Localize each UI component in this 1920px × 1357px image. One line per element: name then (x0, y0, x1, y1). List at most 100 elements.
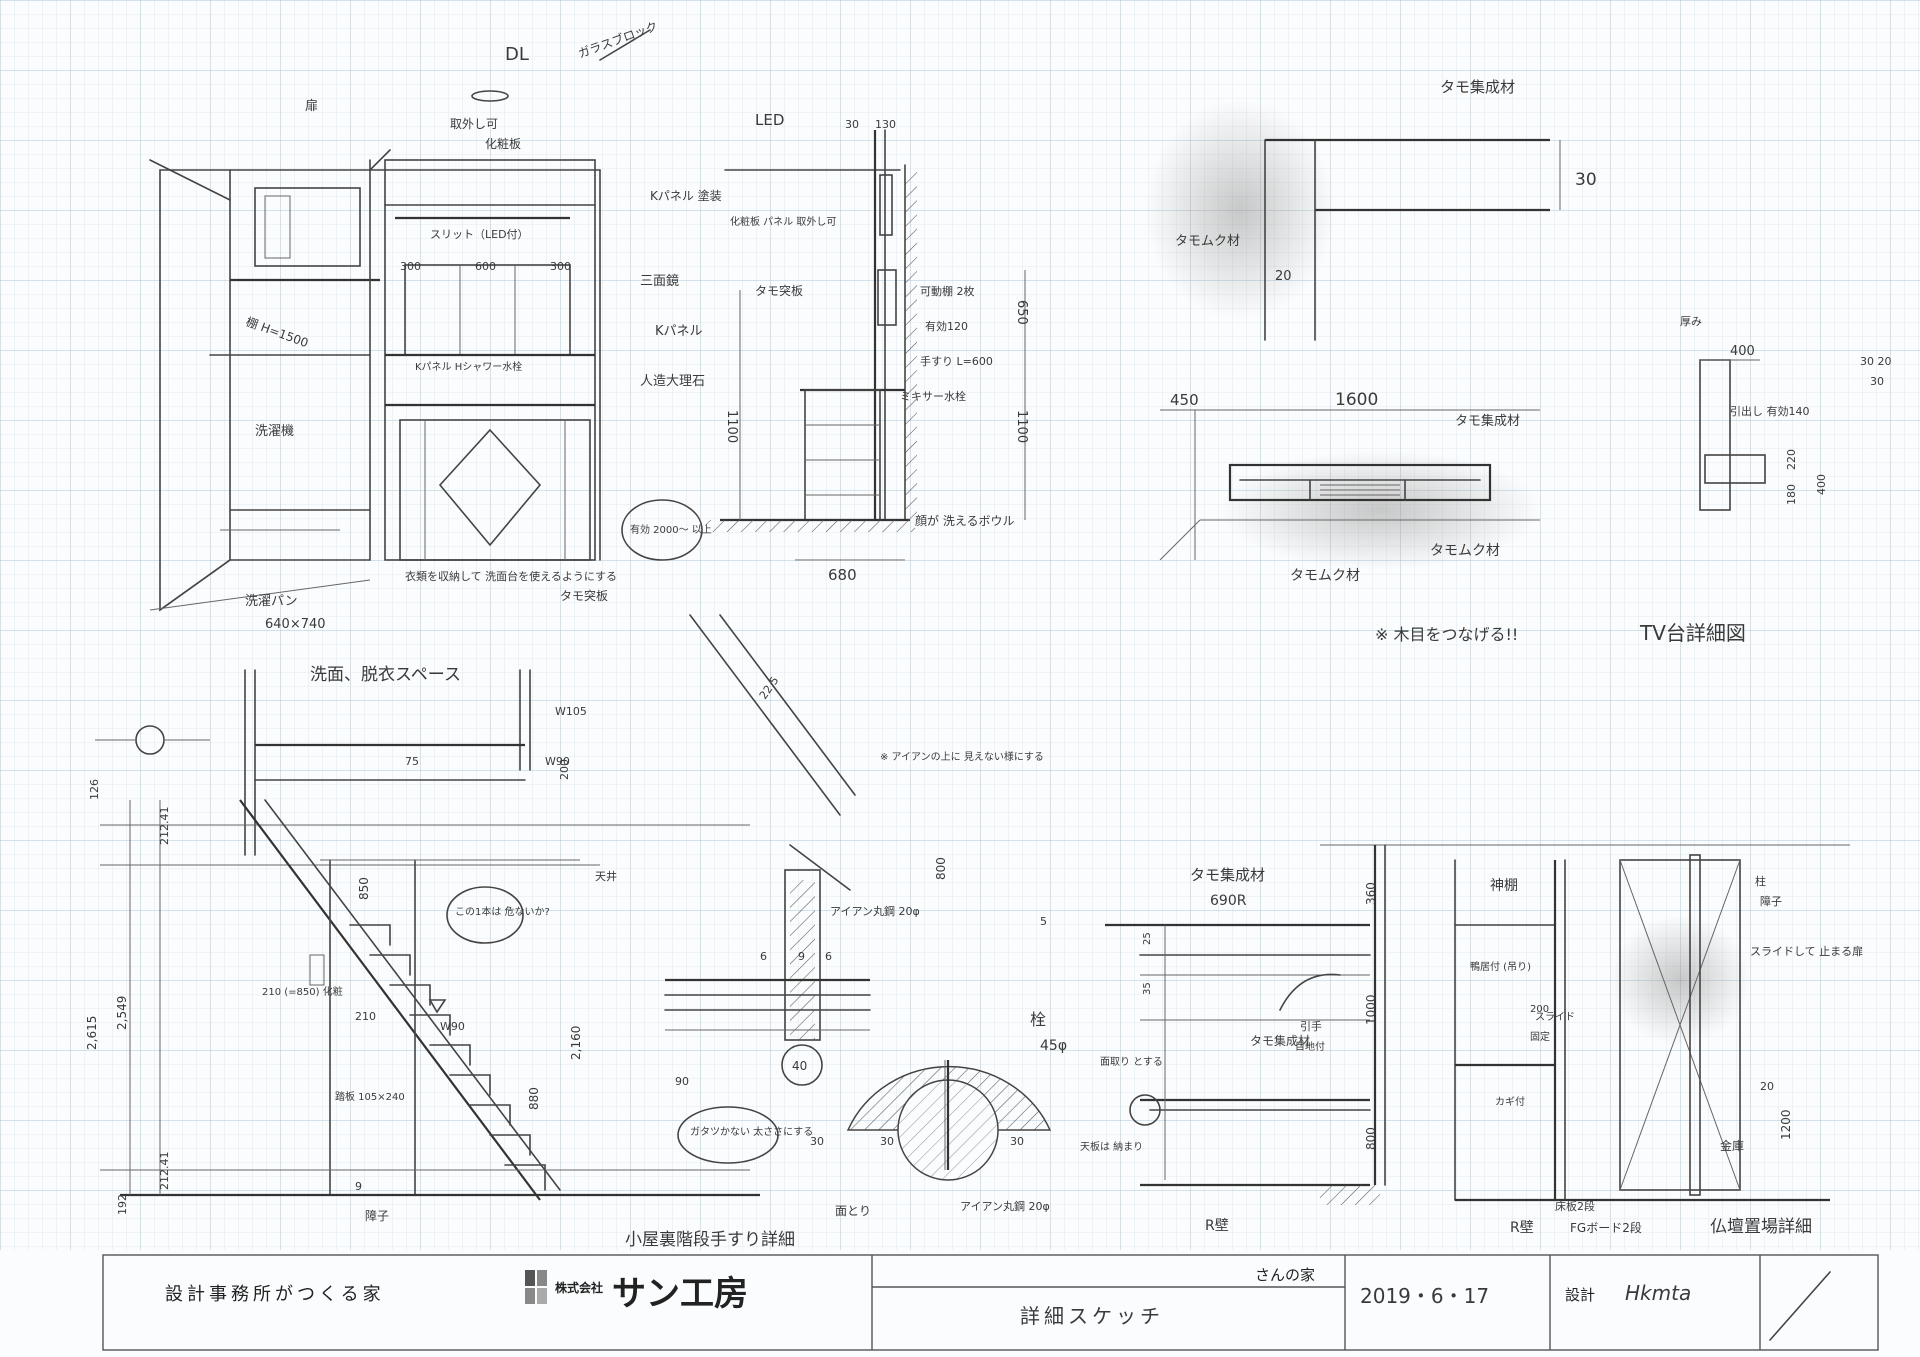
drawing-name: 詳細スケッチ (1020, 1304, 1164, 1328)
note-three-mirror: 三面鏡 (640, 274, 679, 289)
tv-stand-title: TV台詳細図 (1639, 621, 1746, 645)
dim-360: 360 (1364, 882, 1378, 905)
note-storage: 衣類を収納して 洗面台を使えるようにする (405, 569, 617, 583)
dim-30: 30 (845, 118, 859, 131)
note-mid-shelf: 可動棚 2枚 (920, 284, 975, 298)
handrail-detail (664, 614, 1052, 1181)
note-ceiling: 天井 (595, 869, 617, 883)
note-tochi: 栓 (1030, 1010, 1046, 1029)
note-side-30: 30 (1870, 375, 1884, 388)
dim-300a: 300 (400, 260, 421, 273)
note-step: 踏板 105×240 (335, 1090, 405, 1103)
grid (0, 0, 1920, 1250)
dim-210b: 210 (355, 1010, 376, 1023)
company-note: 設計事務所がつくる家 (165, 1284, 385, 1305)
dim-altar-200: 200 (1530, 1004, 1549, 1015)
altar-detail (1105, 844, 1850, 1205)
note-slit: スリット（LED付） (430, 228, 529, 241)
note-r-wall: R壁 (1205, 1218, 1229, 1234)
note-fixed: 固定 (1530, 1030, 1550, 1043)
note-hanging: 鴨居付 (吊り) (1470, 960, 1531, 973)
note-marble: 人造大理石 (640, 374, 705, 389)
dim-9: 9 (355, 1180, 362, 1193)
dim-400: 400 (1730, 344, 1755, 359)
dim-w105: W105 (555, 705, 587, 718)
note-pull2: 目地付 (1295, 1040, 1325, 1053)
note-led: LED (755, 111, 784, 129)
dim-35: 35 (1142, 982, 1153, 995)
note-r-wall2: R壁 (1510, 1220, 1534, 1236)
dim-30b: 30 (880, 1135, 894, 1148)
dim-45phi: 45φ (1040, 1038, 1067, 1054)
dim-9: 9 (798, 950, 805, 963)
note-wobble: ガタツかない 太ささにする (690, 1125, 813, 1138)
dim-2549: 2,549 (115, 996, 129, 1030)
dim-25: 25 (1142, 932, 1153, 945)
dim-880: 880 (527, 1087, 541, 1110)
note-slide-door: スライドして 止まる扉 (1750, 945, 1863, 958)
dim-1100b: 1100 (1014, 410, 1029, 443)
note-rail-hidden: ※ アイアンの上に 見えない様にする (880, 750, 1044, 763)
note-kamidana: 神棚 (1490, 878, 1518, 894)
dim-75: 75 (405, 755, 419, 768)
note-chamfer: 面とり (835, 1204, 871, 1218)
stairs-section (95, 669, 760, 1201)
designer: Hkmta (1625, 1281, 1691, 1305)
dim-6b: 6 (825, 950, 832, 963)
dim-6a: 6 (760, 950, 767, 963)
note-pull: 引手 (1300, 1019, 1322, 1033)
dim-altar-20: 20 (1760, 1080, 1774, 1093)
note-altar-tamo2: タモ集成材 (1250, 1033, 1310, 1048)
note-k-panel: Kパネル (655, 324, 703, 339)
dim-5: 5 (1040, 915, 1047, 928)
company-prefix: 株式会社 (555, 1280, 603, 1295)
dim-90: 90 (675, 1075, 689, 1088)
note-side-shoji: 障子 (1760, 894, 1782, 908)
note-drawer: 引出し 有効140 (1730, 404, 1810, 418)
note-tamo-glued: タモ集成材 (1440, 78, 1515, 96)
dim-30b: 30 (1575, 170, 1597, 190)
dim-1000: 1000 (1364, 994, 1378, 1025)
note-slide-hinge: スライド (1535, 1011, 1575, 1023)
note-tamo-muku2: タモムク材 (1290, 568, 1360, 584)
dim-w90b: W90 (440, 1020, 465, 1033)
note-door: 扉 (305, 98, 318, 114)
note-grain: ※ 木目をつなげる!! (1375, 625, 1518, 644)
note-removable: 取外し可 (450, 117, 498, 131)
dim-40: 40 (792, 1059, 807, 1073)
dim-212a: 212.41 (158, 807, 171, 846)
dim-210: 210 (=850) 化粧 (262, 985, 343, 998)
dim-1600: 1600 (1335, 390, 1378, 410)
vanity-section (705, 129, 1026, 561)
dim-690r: 690R (1210, 893, 1247, 909)
note-effective: 有効 2000～ 以上 (630, 523, 712, 536)
bubble-danger (446, 886, 524, 944)
note-tamo-glued2: タモ集成材 (1455, 413, 1520, 429)
dim-180: 180 (1785, 484, 1798, 505)
design-label: 設計 (1565, 1286, 1595, 1304)
note-decorative: 化粧板 (485, 137, 521, 151)
note-shelf-120: 有効120 (925, 319, 968, 333)
bubble-effective (621, 499, 703, 561)
dim-130: 130 (875, 118, 896, 131)
date: 2019・6・17 (1360, 1284, 1489, 1308)
note-iron2: アイアン丸鋼 20φ (960, 1199, 1050, 1213)
note-iron: アイアン丸鋼 20φ (830, 904, 920, 918)
note-bottom: 床板2段 (1555, 1199, 1595, 1213)
dim-850: 850 (357, 877, 371, 900)
dim-220: 220 (1785, 449, 1798, 470)
dim-1200: 1200 (1779, 1109, 1793, 1140)
dim-2160: 2,160 (569, 1026, 583, 1060)
dim-650: 650 (1014, 300, 1029, 325)
dim-30c: 30 (1010, 1135, 1024, 1148)
note-bowl: 顔が 洗えるボウル (915, 513, 1014, 528)
dim-20: 20 (1275, 269, 1292, 284)
note-fg-board: FGボード2段 (1570, 1220, 1642, 1235)
note-fix2: カギ付 (1495, 1095, 1525, 1108)
bubble-wobble (677, 1106, 779, 1164)
note-pillar: 柱 (1755, 874, 1766, 888)
dim-30a: 30 (810, 1135, 824, 1148)
note-side-30-20: 30 20 (1860, 355, 1892, 368)
note-panel-paint: Kパネル 塗装 (650, 188, 722, 203)
